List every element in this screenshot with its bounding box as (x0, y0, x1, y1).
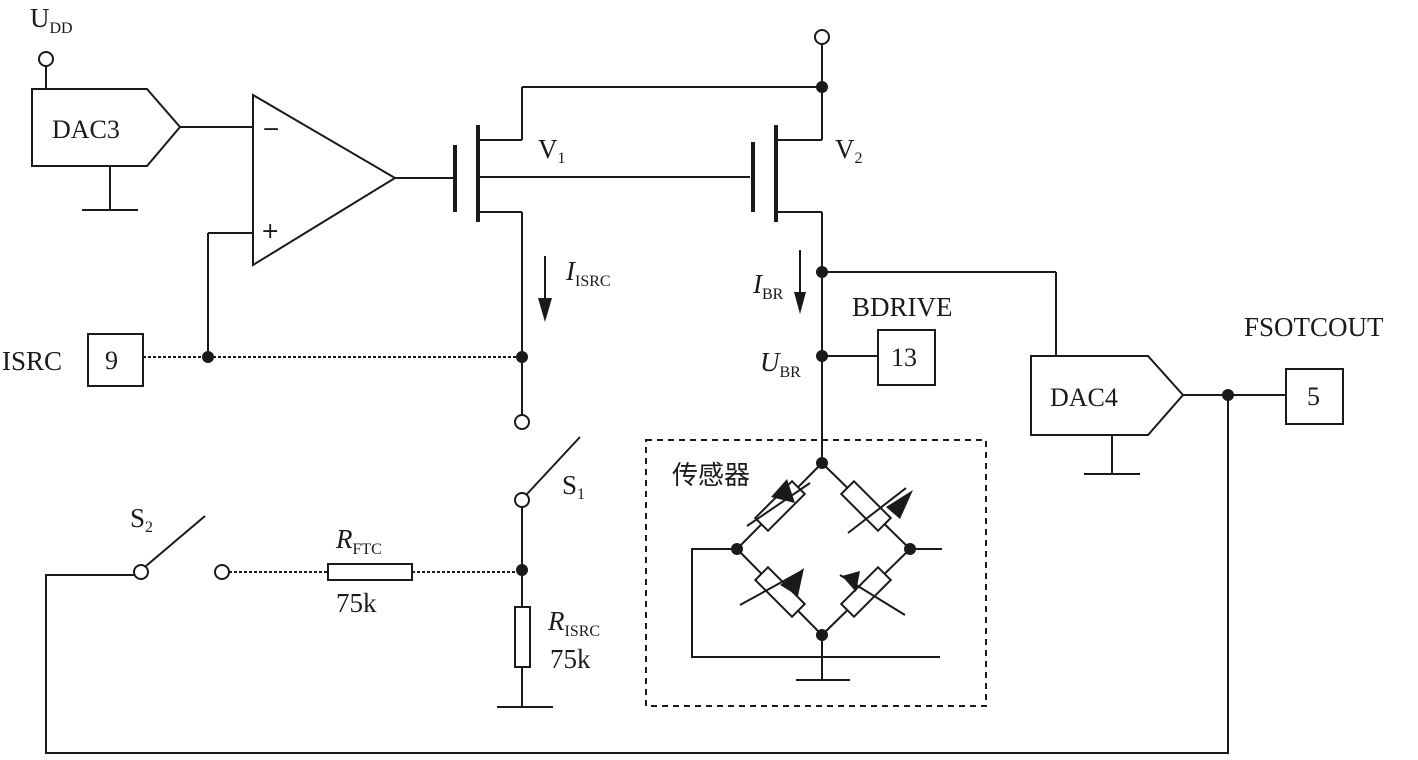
fsotcout-pin-number: 5 (1307, 382, 1320, 411)
fsotcout-junction (1222, 389, 1234, 401)
isrc-pin-box (87, 333, 144, 387)
udd-label: U (30, 3, 50, 33)
rftc-label-sub: FTC (353, 541, 382, 558)
dac4-label: DAC4 (1050, 383, 1118, 412)
v1-label-sub: 1 (558, 150, 566, 167)
s1-upper-terminal (514, 414, 530, 430)
svg-text:UBR: UBR (760, 347, 801, 381)
dac3-symbol (31, 88, 182, 167)
bdrive-label: BDRIVE (852, 292, 953, 322)
svg-text:RISRC: RISRC (547, 606, 600, 640)
svg-text:IISRC: IISRC (565, 256, 611, 290)
svg-text:RFTC: RFTC (335, 524, 382, 558)
s1-label: S (562, 470, 577, 500)
s2-label-sub: 2 (145, 519, 153, 536)
svg-text:S1: S1 (562, 470, 585, 503)
svg-text:V2: V2 (835, 134, 863, 167)
udd-terminal (38, 51, 54, 67)
opamp: − + (180, 93, 455, 357)
dac4-symbol (1030, 355, 1185, 436)
mosfet-v2: V2 (751, 125, 863, 222)
rftc-symbol (327, 563, 413, 581)
bridge-resistor-bottom-right (839, 565, 906, 619)
fsotcout-feedback-wire (45, 396, 1229, 754)
bridge-resistor-top-right (839, 479, 913, 534)
dac4-block: DAC4 5 FSOTCOUT (1030, 312, 1384, 475)
dac3-block: DAC3 (31, 88, 182, 211)
top-supply (522, 29, 830, 140)
dac3-label: DAC3 (52, 115, 120, 144)
resistor-rftc: RFTC 75k (229, 524, 522, 618)
bdrive-pin-box (877, 329, 936, 386)
svg-text:S2: S2 (130, 503, 153, 536)
bridge-resistor-top-left (746, 479, 811, 533)
ibr-label: I (752, 269, 764, 299)
risrc-label: R (547, 606, 565, 636)
fsotcout-label: FSOTCOUT (1244, 312, 1384, 342)
ubr-label-sub: BR (780, 364, 802, 381)
supply-terminal-top (814, 29, 830, 45)
risrc-value: 75k (550, 644, 591, 674)
risrc-label-sub: ISRC (565, 623, 601, 640)
switch-s1: S1 (514, 436, 585, 607)
sensor-bridge: 传感器 (645, 439, 987, 707)
isrc-label: ISRC (2, 346, 62, 376)
isrc-feedback-junction (202, 351, 214, 363)
s2-blade (145, 515, 206, 567)
isrc-current-arrow (538, 298, 552, 322)
opamp-minus-sign: − (262, 117, 280, 142)
isrc-current-label-sub: ISRC (575, 273, 611, 290)
rftc-label: R (335, 524, 353, 554)
sensor-label: 传感器 (672, 461, 750, 491)
fsotcout-pin-box (1285, 368, 1344, 425)
s1-lower-terminal (514, 492, 530, 508)
opamp-symbol (252, 93, 397, 267)
resistor-risrc: RISRC 75k (497, 606, 600, 708)
udd-supply: UDD (30, 3, 73, 89)
isrc-source-junction (516, 351, 528, 363)
bridge-resistor-bottom-left (739, 565, 807, 619)
udd-label-sub: DD (50, 20, 73, 37)
bridge-drive-branch: IBR 13 BDRIVE UBR (752, 212, 1057, 463)
rftc-value: 75k (336, 588, 377, 618)
ibr-label-sub: BR (762, 286, 784, 303)
isrc-branch: IISRC 9 ISRC (2, 212, 611, 430)
s1-label-sub: 1 (577, 486, 585, 503)
s2-right-terminal (214, 564, 230, 580)
sensor-enclosure (645, 439, 987, 707)
rftc-risrc-junction (516, 564, 528, 576)
switch-s2: S2 (45, 396, 1229, 754)
v2-label: V (835, 134, 855, 164)
svg-text:UDD: UDD (30, 3, 73, 37)
bridge-top-node (816, 457, 828, 469)
s2-label: S (130, 503, 145, 533)
bdrive-pin-number: 13 (891, 343, 917, 372)
s2-left-terminal (133, 564, 149, 580)
supply-junction (816, 81, 828, 93)
isrc-current-label: I (565, 256, 577, 286)
svg-text:IBR: IBR (752, 269, 784, 303)
s1-blade (526, 436, 581, 495)
v2-label-sub: 2 (855, 150, 863, 167)
mosfet-v1: V1 (453, 87, 750, 222)
risrc-symbol (514, 606, 531, 668)
isrc-pin-number: 9 (105, 346, 118, 375)
ubr-label: U (760, 347, 781, 377)
opamp-plus-sign: + (261, 219, 279, 244)
svg-text:V1: V1 (538, 134, 566, 167)
v1-label: V (538, 134, 558, 164)
ibr-current-arrow (794, 292, 806, 314)
